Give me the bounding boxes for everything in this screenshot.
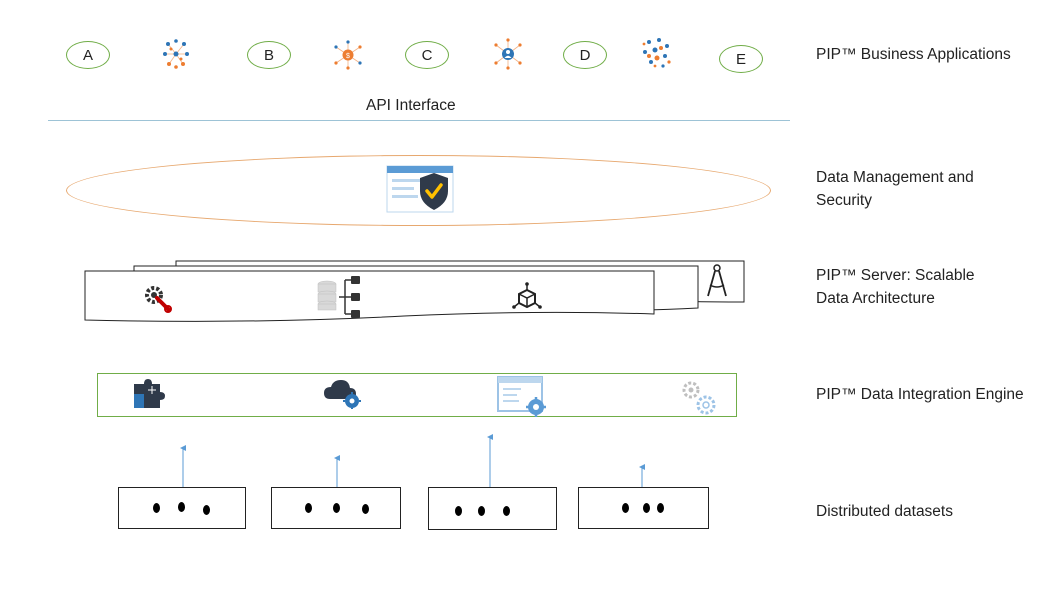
dataset-dot [333, 503, 340, 513]
integration-engine-box [97, 373, 737, 417]
server-stack [84, 258, 749, 328]
security-label: Data Management and Security [816, 166, 974, 212]
app-a[interactable]: A [66, 41, 110, 69]
app-label: C [421, 46, 433, 64]
app-label: B [263, 46, 274, 64]
wrench-gear-icon [143, 284, 173, 314]
app-e[interactable]: E [719, 45, 763, 73]
datasets-label: Distributed datasets [816, 503, 953, 520]
dataset-box-2 [271, 487, 401, 529]
security-label-line: Security [816, 192, 872, 209]
shield-check-icon [386, 163, 456, 215]
dataset-dot [455, 506, 462, 516]
svg-text:$: $ [346, 53, 350, 60]
dataset-box-4 [578, 487, 709, 529]
dataset-dot [478, 506, 485, 516]
dataset-dot [622, 503, 629, 513]
app-label: A [82, 46, 93, 64]
dataset-dot [643, 503, 650, 513]
api-interface-label: API Interface [366, 97, 456, 114]
dataset-dot [657, 503, 664, 513]
api-divider [48, 120, 790, 121]
user-network-icon [491, 37, 525, 71]
dataset-dot [503, 506, 510, 516]
browser-gear-icon [496, 375, 550, 419]
database-tree-icon [315, 274, 363, 320]
compass-icon [704, 263, 730, 299]
server-label: PIP™ Server: Scalable Data Architecture [816, 264, 975, 310]
server-label-line: Data Architecture [816, 290, 935, 307]
cloud-gear-icon [322, 377, 364, 409]
cube-network-icon [512, 282, 542, 314]
dataset-dot [203, 505, 210, 515]
dataset-dot [153, 503, 160, 513]
security-ellipse [66, 155, 771, 226]
app-c[interactable]: C [405, 41, 449, 69]
server-label-line: PIP™ Server: Scalable [816, 267, 975, 284]
security-label-line: Data Management and [816, 169, 974, 186]
business-applications-label: PIP™ Business Applications [816, 46, 1011, 63]
integration-engine-label: PIP™ Data Integration Engine [816, 386, 1024, 403]
dataset-dot [305, 503, 312, 513]
app-label: D [579, 46, 591, 64]
network-icon [159, 37, 193, 71]
gears-icon [678, 377, 720, 417]
dataset-dot [178, 502, 185, 512]
app-b[interactable]: B [247, 41, 291, 69]
dataset-box-3 [428, 487, 557, 530]
bitcoin-network-icon: $ [331, 39, 365, 71]
app-label: E [735, 50, 746, 68]
puzzle-icon [130, 376, 170, 414]
dataset-box-1 [118, 487, 246, 529]
cluster-network-icon [639, 36, 675, 70]
app-d[interactable]: D [563, 41, 607, 69]
dataset-dot [362, 504, 369, 514]
